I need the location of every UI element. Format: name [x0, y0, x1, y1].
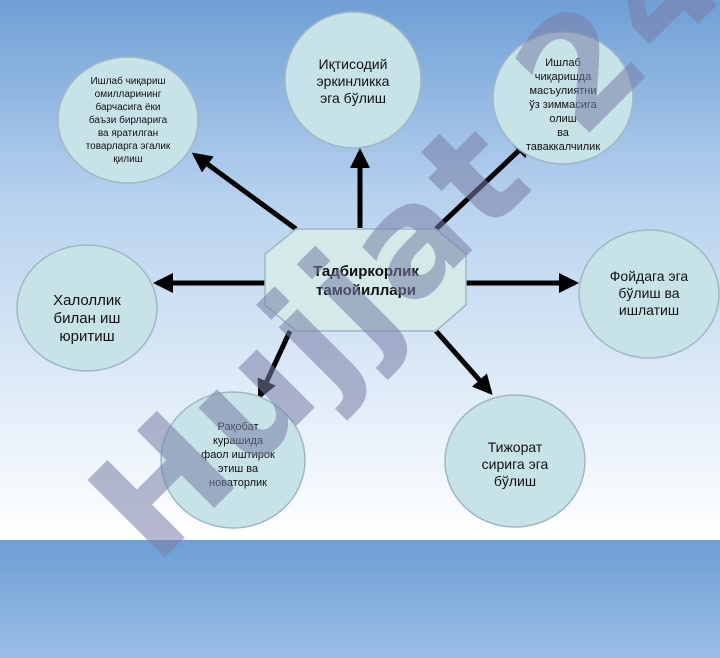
bubble-honesty: [16, 244, 158, 372]
responsibility-text: Ишлаб чиқаришда масъулиятни ўз зиммасига…: [525, 57, 601, 153]
arrow-to-responsibility: [434, 137, 533, 231]
bubble-profit: [578, 229, 720, 359]
arrow-to-ownership: [191, 152, 298, 232]
bubble-ownership: [57, 56, 199, 184]
connectors: [153, 137, 579, 400]
bubble-responsibility: [492, 31, 634, 165]
bubble-competition: [160, 391, 306, 529]
competition-text: Рақобат курашида фаол иштирок этиш ва но…: [201, 421, 275, 489]
secret-text: Тижорат сирига эга бўлиш: [481, 438, 549, 489]
profit-text: Фойдага эга бўлиш ва ишлатиш: [609, 267, 689, 318]
bubble-freedom: [284, 11, 422, 149]
bubble-secret: [444, 394, 586, 528]
diagram-canvas: [16, 11, 720, 529]
honesty-text: Халоллик билан иш юритиш: [53, 292, 121, 345]
center-octagon: [264, 228, 467, 332]
arrow-to-competition: [257, 329, 293, 400]
arrow-to-secret: [434, 329, 493, 395]
ownership-text: Ишлаб чиқариш омилларининг барчасига ёки…: [85, 75, 171, 165]
center-title: Тадбиркорлик тамойиллари: [313, 263, 419, 299]
freedom-text: Иқтисодий эркинликка эга бўлиш: [316, 55, 390, 106]
bubbles: [16, 11, 720, 529]
